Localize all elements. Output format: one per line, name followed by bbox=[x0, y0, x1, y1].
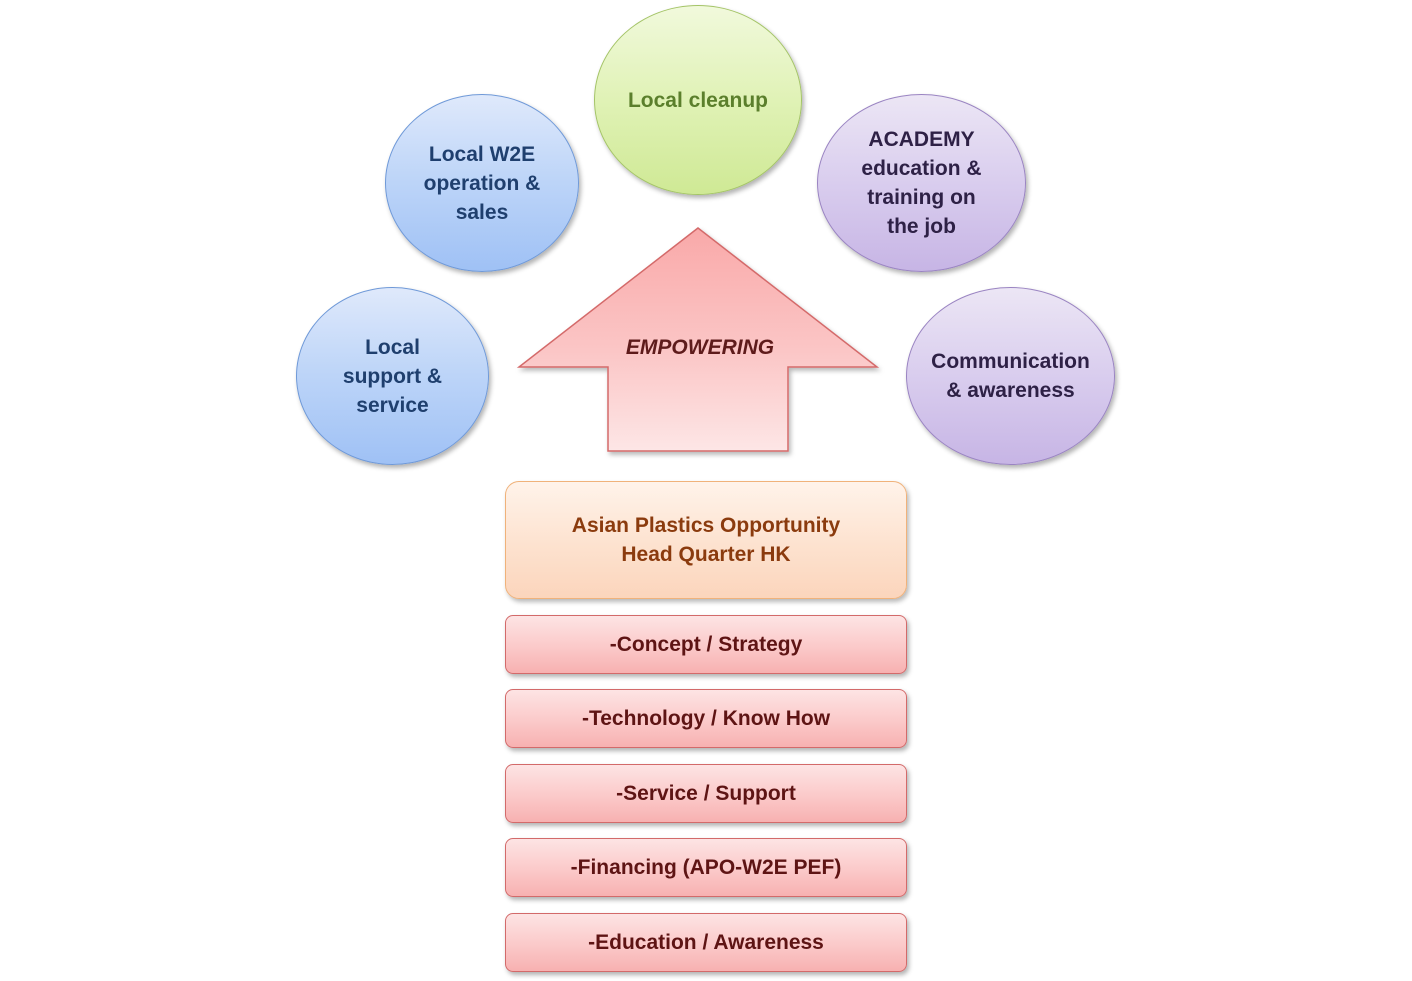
hq-label: Asian Plastics Opportunity Head Quarter … bbox=[571, 514, 841, 566]
circle-local-w2e-label: Local W2E operation & sales bbox=[423, 142, 541, 224]
circle-local-support-label: Local support & service bbox=[342, 335, 443, 417]
pillar-technology-know-how: -Technology / Know How bbox=[505, 689, 907, 748]
pillar-label: -Financing (APO-W2E PEF) bbox=[570, 855, 842, 879]
pillar-education-awareness: -Education / Awareness bbox=[505, 913, 907, 972]
circle-academy: ACADEMY education & training on the job bbox=[817, 94, 1026, 272]
pillar-label: -Concept / Strategy bbox=[609, 632, 803, 656]
empowering-arrow bbox=[516, 227, 880, 452]
pillar-label: -Service / Support bbox=[616, 781, 796, 805]
pillar-label: -Education / Awareness bbox=[588, 930, 824, 954]
circle-communication: Communication & awareness bbox=[906, 287, 1115, 465]
circle-local-w2e: Local W2E operation & sales bbox=[385, 94, 579, 272]
pillar-label: -Technology / Know How bbox=[581, 706, 831, 730]
pillar-service-support: -Service / Support bbox=[505, 764, 907, 823]
circle-local-cleanup-label: Local cleanup bbox=[627, 88, 769, 112]
pillar-financing: -Financing (APO-W2E PEF) bbox=[505, 838, 907, 897]
circle-communication-label: Communication & awareness bbox=[931, 350, 1090, 402]
circle-academy-label: ACADEMY education & training on the job bbox=[861, 128, 982, 238]
pillar-concept-strategy: -Concept / Strategy bbox=[505, 615, 907, 674]
circle-local-support: Local support & service bbox=[296, 287, 489, 465]
empowering-label: EMPOWERING bbox=[625, 336, 775, 359]
hq-box: Asian Plastics Opportunity Head Quarter … bbox=[505, 481, 907, 599]
circle-local-cleanup: Local cleanup bbox=[594, 5, 802, 195]
empowering-arrow-shape bbox=[516, 227, 880, 452]
